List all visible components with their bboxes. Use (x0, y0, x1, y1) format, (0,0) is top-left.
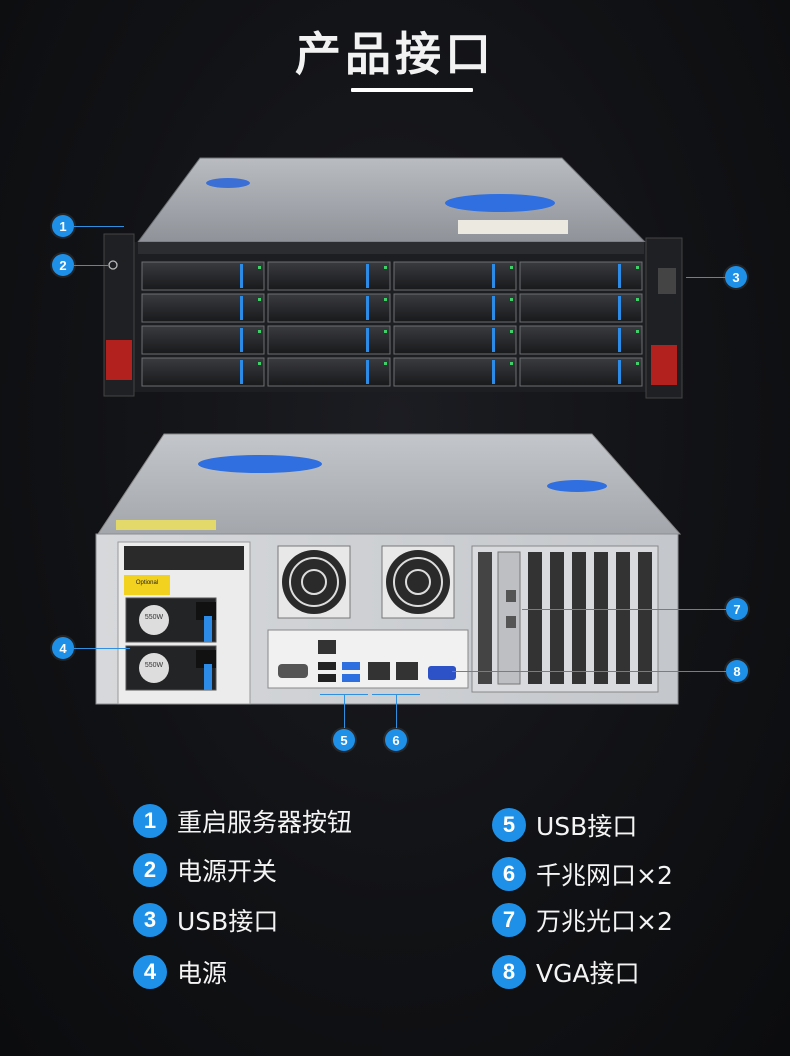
callout-leader-1 (74, 226, 124, 227)
callout-leader-3 (686, 277, 726, 278)
gbe-port-2 (396, 662, 418, 680)
legend-number-2: 2 (133, 853, 167, 887)
server-front-illustration (103, 157, 683, 399)
legend-number-4: 4 (133, 955, 167, 989)
legend-number-8: 8 (492, 955, 526, 989)
callout-leader-6-h (372, 694, 420, 695)
callout-badge-1: 1 (52, 215, 74, 237)
legend-item-7: 7 万兆光口×2 (492, 902, 673, 938)
legend-item-1: 1 重启服务器按钮 (133, 803, 352, 839)
gbe-port-1 (368, 662, 390, 680)
callout-badge-7: 7 (726, 598, 748, 620)
legend-label-3: USB接口 (177, 907, 279, 936)
psu-rating-bottom: 550W (145, 662, 164, 669)
psu-rating-top: 550W (145, 614, 164, 621)
server-rear-illustration: Optional 550W 550W (95, 433, 682, 705)
legend-label-6: 千兆网口×2 (536, 861, 673, 890)
legend-item-8: 8 VGA接口 (492, 954, 640, 990)
legend-label-8: VGA接口 (536, 959, 640, 988)
serial-port (278, 664, 308, 678)
legend-number-6: 6 (492, 857, 526, 891)
server-front-image (100, 150, 690, 405)
psu-optional-label (124, 575, 170, 595)
callout-leader-8 (452, 671, 726, 672)
title-underline (351, 88, 473, 92)
legend-label-4: 电源 (177, 959, 228, 988)
legend-item-4: 4 电源 (133, 954, 227, 990)
legend-item-2: 2 电源开关 (133, 852, 277, 888)
expansion-slots (471, 545, 659, 693)
legend-label-1: 重启服务器按钮 (177, 808, 353, 837)
callout-leader-5-h (320, 694, 368, 695)
callout-leader-7 (522, 609, 726, 610)
legend-number-5: 5 (492, 808, 526, 842)
rear-io-panel (267, 629, 469, 689)
legend-label-5: USB接口 (536, 812, 638, 841)
legend-number-7: 7 (492, 903, 526, 937)
server-rear-image: Optional 550W 550W (92, 430, 692, 715)
callout-leader-4 (74, 648, 130, 649)
legend-number-1: 1 (133, 804, 167, 838)
rear-fans (277, 545, 455, 619)
legend-number-3: 3 (133, 903, 167, 937)
drive-bays (141, 261, 643, 387)
callout-badge-2: 2 (52, 254, 74, 276)
callout-badge-4: 4 (52, 637, 74, 659)
vga-port (428, 666, 456, 680)
legend-item-3: 3 USB接口 (133, 902, 278, 938)
callout-badge-3: 3 (725, 266, 747, 288)
callout-badge-8: 8 (726, 660, 748, 682)
mgmt-lan-port (318, 640, 336, 654)
legend-label-7: 万兆光口×2 (536, 907, 673, 936)
callout-badge-5: 5 (333, 729, 355, 751)
legend-item-6: 6 千兆网口×2 (492, 856, 673, 892)
callout-leader-2 (74, 265, 108, 266)
legend-item-5: 5 USB接口 (492, 807, 637, 843)
psu-optional-text: Optional (136, 580, 158, 586)
page-title: 产品接口 (295, 27, 495, 81)
legend-label-2: 电源开关 (177, 857, 278, 886)
callout-leader-6-v (396, 694, 397, 728)
callout-leader-5-v (344, 694, 345, 728)
callout-badge-6: 6 (385, 729, 407, 751)
